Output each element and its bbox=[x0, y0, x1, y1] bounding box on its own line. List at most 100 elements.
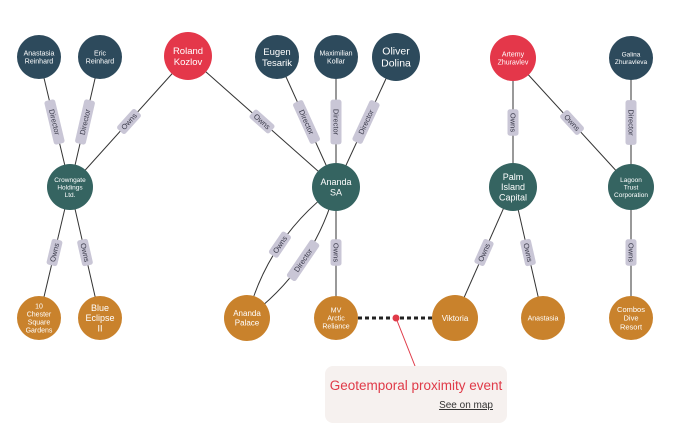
edge-label: Owns bbox=[117, 109, 141, 134]
edge-label-bg bbox=[507, 109, 519, 136]
node-label-line: Trust bbox=[624, 184, 639, 191]
node-circle bbox=[314, 35, 358, 79]
node-circle bbox=[314, 296, 358, 340]
node-circle bbox=[490, 35, 536, 81]
edge-label-text: Owns bbox=[508, 113, 517, 132]
edge-label-bg bbox=[286, 239, 320, 282]
edge-label-bg bbox=[625, 239, 637, 266]
edge-label-text: Owns bbox=[626, 243, 635, 262]
edge-label: Director bbox=[44, 99, 65, 145]
node-label-line: Resort bbox=[620, 322, 643, 331]
node-label-line: Dive bbox=[623, 314, 638, 323]
node-circle bbox=[489, 163, 537, 211]
node-label-line: SA bbox=[330, 187, 342, 197]
node-circle bbox=[312, 163, 360, 211]
edge-label-bg bbox=[520, 238, 536, 267]
node-circle bbox=[17, 296, 61, 340]
nodes-layer: AnastasiaReinhardEricReinhardRolandKozlo… bbox=[17, 32, 654, 341]
callout-pointer-line bbox=[395, 317, 416, 367]
node-label-line: Maximilian bbox=[319, 50, 352, 57]
node-label-line: Corporation bbox=[614, 192, 648, 199]
callout-title: Geotemporal proximity event bbox=[329, 378, 503, 393]
edge-label-text: Owns bbox=[78, 242, 91, 263]
edge-label-text: Director bbox=[331, 109, 340, 136]
node-label-line: Viktoria bbox=[442, 314, 469, 323]
node-circle bbox=[372, 33, 420, 81]
node-label-line: Palace bbox=[235, 318, 260, 327]
edge-label: Director bbox=[625, 100, 637, 145]
node-circle bbox=[164, 32, 212, 80]
node-circle bbox=[609, 296, 653, 340]
edge-label-bg bbox=[560, 110, 584, 135]
node-label-line: Roland bbox=[173, 46, 203, 57]
node-label-line: 10 bbox=[35, 303, 43, 310]
edge-label: Owns bbox=[625, 239, 637, 266]
node-anastasia-asset[interactable]: Anastasia bbox=[521, 296, 565, 340]
node-label-line: Eclipse bbox=[85, 313, 114, 323]
node-label-line: Gardens bbox=[26, 328, 53, 335]
edge-label: Director bbox=[330, 99, 342, 145]
edge-label-bg bbox=[249, 109, 275, 134]
edge-label: Director bbox=[293, 100, 320, 144]
node-label-line: Artemy bbox=[502, 51, 525, 58]
proximity-event-callout: Geotemporal proximity event See on map bbox=[325, 366, 507, 423]
node-label-line: Zhuravlev bbox=[498, 59, 529, 66]
edge-label: Owns bbox=[46, 238, 63, 267]
node-label-line: Reinhard bbox=[25, 58, 54, 65]
edge-label-text: Owns bbox=[48, 242, 61, 263]
node-circle bbox=[47, 164, 93, 210]
edge-label-bg bbox=[293, 100, 320, 144]
node-label-line: II bbox=[97, 324, 102, 334]
edge-label-bg bbox=[352, 100, 380, 144]
node-label-line: Holdings bbox=[57, 184, 83, 191]
node-label-line: Ltd. bbox=[65, 192, 76, 199]
node-label-line: Lagoon bbox=[620, 177, 642, 184]
edge-label-text: Owns bbox=[331, 243, 340, 262]
node-label-line: Oliver bbox=[382, 46, 410, 58]
node-circle bbox=[78, 296, 122, 340]
edge-label: Owns bbox=[330, 239, 342, 266]
edge-label: Owns bbox=[249, 109, 275, 134]
node-label-line: Dolina bbox=[381, 58, 411, 70]
edge-artemy_zhuravlev-lagoon_trust[interactable]: Owns bbox=[512, 57, 632, 188]
edge-roland_kozlov-ananda_sa[interactable]: Owns bbox=[187, 55, 337, 188]
edge-label: Owns bbox=[77, 238, 93, 267]
node-label-line: Capital bbox=[499, 193, 527, 203]
edge-label: Owns bbox=[268, 231, 291, 258]
edge-label-bg bbox=[46, 238, 63, 267]
node-label-line: Anastasia bbox=[528, 315, 559, 322]
node-label-line: Kollar bbox=[327, 58, 346, 65]
node-label-line: Ananda bbox=[320, 177, 351, 187]
node-viktoria[interactable]: Viktoria bbox=[432, 295, 478, 341]
edge-label-bg bbox=[330, 99, 342, 145]
node-circle bbox=[521, 296, 565, 340]
edge-label-bg bbox=[77, 238, 93, 267]
edge-label-text: Director bbox=[297, 108, 316, 136]
see-on-map-link[interactable]: See on map bbox=[439, 400, 493, 411]
node-label-line: Eugen bbox=[263, 47, 290, 58]
node-circle bbox=[224, 295, 270, 341]
node-label-line: Eric bbox=[94, 50, 107, 57]
edge-label: Director bbox=[75, 99, 95, 145]
node-label-line: Arctic bbox=[327, 315, 345, 322]
edge-label-text: Director bbox=[626, 109, 635, 136]
edge-label-bg bbox=[117, 109, 141, 134]
